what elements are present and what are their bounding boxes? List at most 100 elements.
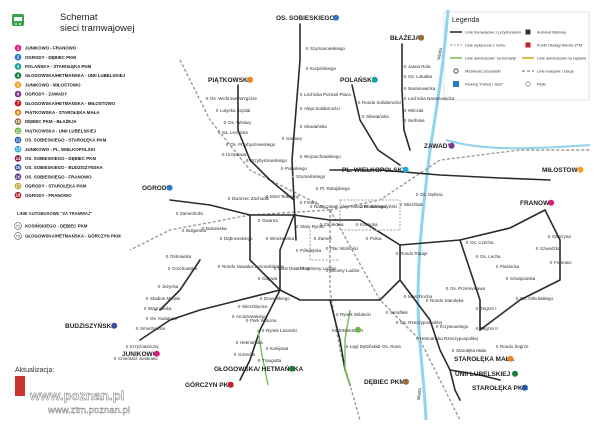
hub-name: UNII LUBELSKIEJ (455, 371, 511, 378)
stop-name: Jasna Rola (408, 64, 431, 69)
stop-dot (295, 249, 299, 252)
poznan-logo-icon (15, 376, 25, 396)
line-gorczyn (239, 289, 281, 381)
hub: GÓRCZYN PKM (185, 380, 234, 389)
legend-item: Linie tramwajowe z przystankami (450, 30, 521, 34)
stop: Wierzbięcice (237, 304, 268, 309)
route-number: 14 (16, 156, 21, 161)
legend-item-label: Możliwość przesiadki (465, 69, 501, 73)
stop-dot (361, 115, 365, 118)
stop-dot (365, 237, 369, 240)
stop-name: Os. Przemysława (450, 286, 486, 291)
stop-name: Słowiańska (366, 114, 389, 119)
title-line-2: sieci tramwajowej (60, 23, 134, 34)
stop-dot (425, 299, 429, 302)
hub-name: DĘBIEC PKM (364, 379, 405, 386)
stop-name: Rondo Nowaka-Jeziorańskiego (222, 264, 285, 269)
stop: Serafitek (385, 310, 409, 315)
route-badge (14, 81, 22, 89)
stop: Os. Czecha (465, 240, 494, 245)
route-number: 16 (16, 174, 21, 179)
stop: Stary Rynek (295, 224, 325, 229)
line-west-connector (249, 214, 281, 291)
stop: Os. Lokatka (403, 74, 433, 79)
stop-dot (345, 345, 349, 348)
stop: Os. Winiary (223, 120, 252, 125)
stop-dot (403, 119, 407, 122)
stop-name: Pl. Wiosny Ludów (300, 266, 337, 271)
stop-dot (451, 349, 455, 352)
hub-route-badge (355, 326, 361, 333)
route-badge (14, 173, 22, 181)
stop: Sa. Lechicka (217, 130, 248, 135)
route-number: 1 (17, 46, 20, 51)
stop: Ratajczaka (309, 204, 337, 209)
stop-name: Os. Kwiatowe (150, 316, 178, 321)
stop-dot (415, 193, 419, 196)
hub-route-badge (577, 166, 584, 173)
stop: Polna (365, 236, 382, 241)
stop-dot (435, 325, 439, 328)
route-number: 15 (16, 165, 21, 170)
stop-dot (299, 155, 303, 158)
route-badge (14, 136, 22, 144)
parking-icon (453, 81, 459, 87)
stop: Most Teatralny (265, 194, 300, 199)
stop: Starołęka Mała (451, 348, 487, 353)
stop-dot (265, 347, 269, 350)
stop-dot (505, 277, 509, 280)
stop-dot (325, 269, 329, 272)
hub: PL. WIELKOPOLSKI (342, 166, 409, 174)
line-franowo-south (479, 209, 561, 331)
stop: Naramowicka (403, 86, 436, 91)
stop: Stadion Miejski (145, 296, 180, 301)
stop-dot (245, 319, 249, 322)
stop-dot (403, 65, 407, 68)
stop-name: Park Wilsona (250, 318, 277, 323)
stop: Lechicka Poznań Plaza (299, 92, 351, 97)
stop: Garbary (281, 136, 303, 141)
stop-name: Polna (370, 236, 382, 241)
route-badge (14, 90, 22, 98)
stop: Gwarna (257, 218, 278, 223)
stop: Os. Orła Białego (515, 296, 554, 301)
route-badge (14, 127, 22, 135)
stop-dot (299, 201, 303, 204)
stop: Zamkowa (319, 222, 344, 227)
legend-item-label: Punkt Obsługi Klienta ZTM (537, 43, 582, 47)
stop: Pułaskiego (280, 166, 308, 171)
line-east-franowo (399, 209, 546, 246)
stop: Rondo Nowaka-Jeziorańskiego (217, 264, 285, 269)
stop: Rondo Rataje (395, 251, 428, 256)
stop-name: Wrocławska (270, 236, 295, 241)
stop-name: Os. Winiary (228, 120, 252, 125)
hub-name: GŁOGOWSKA/ HETMAŃSKA (214, 364, 303, 373)
river-label-warta: Warta (436, 47, 443, 60)
stop-dot (257, 359, 261, 362)
route-name: PIĄTKOWSKA - UNII LUBELSKIEJ (25, 128, 97, 133)
stop-dot (549, 261, 553, 264)
stop-name: Szwajcarska (510, 276, 536, 281)
stop: Szymanowskiego (305, 46, 346, 51)
route-badge (14, 164, 22, 171)
route-name: OGRODY - STAROŁĘKA PKM (25, 184, 86, 189)
stop-dot (295, 267, 299, 270)
stop-name: Pl. Bernardyński (364, 204, 397, 209)
stop: Hetmańska Rzeczypospolitej (415, 336, 478, 341)
stop-dot (403, 295, 407, 298)
river-cybina (445, 139, 591, 150)
stop-dot (299, 125, 303, 128)
stop-name: Pl. Ratajskiego (320, 186, 351, 191)
stop-dot (403, 109, 407, 112)
stop-dot (265, 237, 269, 240)
legend-item-label: Automat biletowy (537, 30, 566, 34)
